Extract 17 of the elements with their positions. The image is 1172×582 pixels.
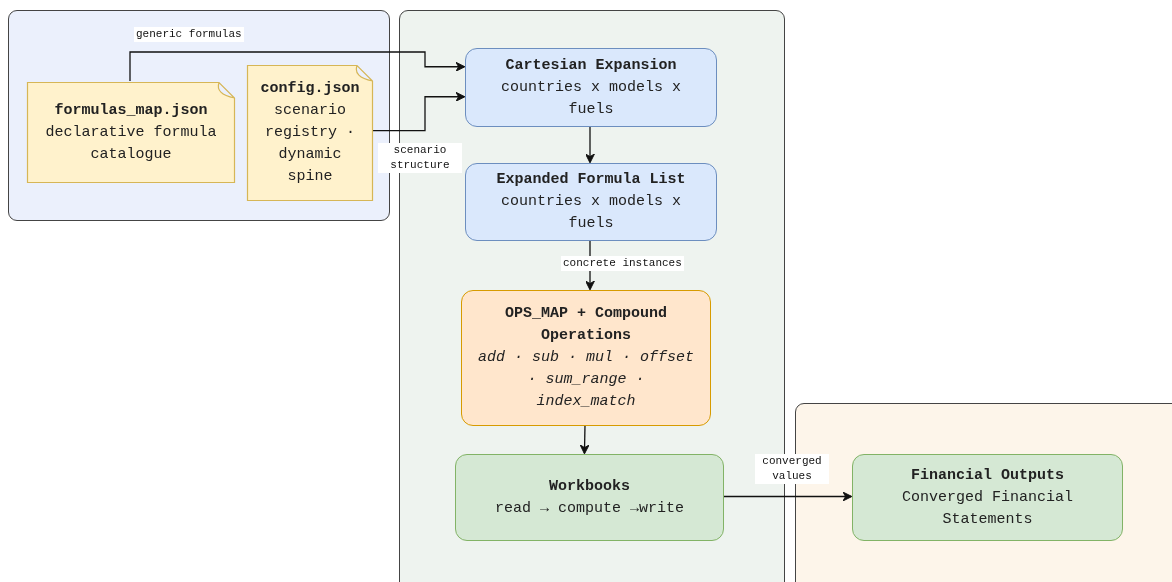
note-card: config.json scenario registry · dynamic spine (247, 65, 373, 201)
process-box: Workbooks read → compute →write (455, 454, 724, 541)
arrow (585, 125, 595, 164)
edge-label: scenario structure (378, 143, 462, 173)
edge-label: generic formulas (134, 27, 244, 42)
edge-label: converged values (755, 454, 829, 484)
arrow (371, 91, 466, 132)
process-box: Cartesian Expansion countries x models x fuels (465, 48, 717, 127)
edge-label: concrete instances (561, 256, 684, 271)
note-card: formulas_map.json declarative formula catalogue (27, 82, 235, 183)
process-box: Financial Outputs Converged Financial Statements (852, 454, 1123, 541)
group-panel (8, 10, 390, 221)
process-box: OPS_MAP + Compound Operations add · sub · mul · offset · sum_range · index_match (461, 290, 711, 426)
arrow (722, 491, 853, 502)
arrow (579, 424, 590, 455)
process-box: Expanded Formula List countries x models x fuels (465, 163, 717, 241)
arrow (129, 51, 466, 82)
